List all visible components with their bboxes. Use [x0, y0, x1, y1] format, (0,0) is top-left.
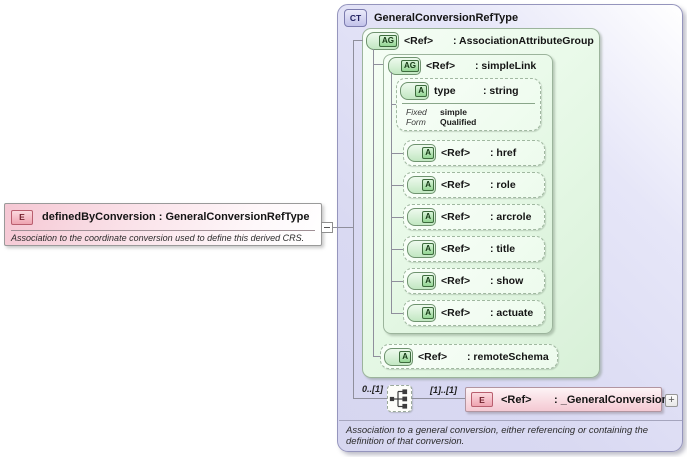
- element-title: definedByConversion : GeneralConversionR…: [42, 211, 310, 223]
- complex-type-title: GeneralConversionRefType: [374, 12, 519, 24]
- type-attribute-type: : string: [483, 84, 519, 97]
- simplelink-badge-icon: AG: [388, 57, 421, 75]
- element-annotation: Association to the coordinate conversion…: [11, 233, 305, 243]
- connector-line: [333, 227, 353, 228]
- annotation-divider: [339, 420, 682, 421]
- connector-line: [391, 185, 403, 186]
- attribute-ref: <Ref>: [441, 275, 471, 287]
- facet-key: Fixed: [406, 107, 427, 117]
- attribute-name: : href: [490, 147, 517, 159]
- connector-line: [391, 249, 403, 250]
- expand-icon[interactable]: +: [665, 394, 678, 407]
- attribute-name: : remoteSchema: [467, 350, 549, 363]
- attribute-name: : role: [490, 179, 516, 191]
- element-ref: <Ref>: [501, 393, 532, 406]
- attribute-badge-icon: A: [400, 81, 429, 100]
- attribute-name: : title: [490, 243, 516, 255]
- element-ref-name: : _GeneralConversion: [554, 393, 669, 406]
- attribute-ref: <Ref>: [441, 147, 471, 159]
- attribute-ref: <Ref>: [441, 179, 471, 191]
- connector-line: [353, 40, 354, 398]
- element-divider: [11, 230, 315, 231]
- connector-line: [391, 104, 396, 105]
- attribute-row-title[interactable]: A <Ref> : title: [403, 236, 545, 262]
- attribute-row-role[interactable]: A <Ref> : role: [403, 172, 545, 198]
- connector-line: [391, 217, 403, 218]
- element-badge-icon: E: [471, 392, 493, 407]
- complex-type-badge-icon: CT: [344, 9, 367, 27]
- attribute-row-actuate[interactable]: A <Ref> : actuate: [403, 300, 545, 326]
- attribute-row-show[interactable]: A <Ref> : show: [403, 268, 545, 294]
- attribute-ref: <Ref>: [441, 307, 471, 319]
- connector-line: [412, 398, 465, 399]
- complex-type-annotation: Association to a general conversion, eit…: [346, 425, 649, 447]
- simplelink-name: : simpleLink: [475, 60, 537, 72]
- attribute-badge-icon: A: [407, 208, 436, 226]
- simplelink-header[interactable]: AG <Ref> : simpleLink: [388, 57, 536, 75]
- connector-line: [391, 313, 403, 314]
- cardinality-before: 0..[1]: [361, 384, 383, 394]
- attribute-group-name: : AssociationAttributeGroup: [453, 35, 594, 47]
- sequence-glyph-icon: [389, 388, 408, 409]
- attribute-badge-icon: A: [407, 304, 436, 322]
- facet-value: Qualified: [440, 117, 477, 127]
- attribute-ref: <Ref>: [441, 243, 471, 255]
- type-attribute-box[interactable]: A type : string Fixed simple Form Qualif…: [396, 78, 541, 131]
- connector-line: [373, 356, 380, 357]
- attribute-badge-icon: A: [384, 347, 413, 366]
- type-attribute-label: type: [434, 84, 456, 97]
- facet-key: Form: [406, 117, 426, 127]
- cardinality-after: [1]..[1]: [430, 385, 457, 395]
- element-node[interactable]: E definedByConversion : GeneralConversio…: [4, 203, 322, 246]
- attribute-badge-icon: A: [407, 240, 436, 258]
- connector-line: [353, 40, 363, 41]
- attribute-row-href[interactable]: A <Ref> : href: [403, 140, 545, 166]
- sequence-icon[interactable]: [387, 385, 412, 412]
- facet-divider: [402, 103, 535, 104]
- facet-row-form: Form Qualified: [397, 117, 540, 127]
- simplelink-ref: <Ref>: [426, 60, 456, 72]
- connector-line: [373, 64, 383, 65]
- attribute-group-badge-icon: AG: [366, 32, 399, 50]
- attribute-row-arcrole[interactable]: A <Ref> : arcrole: [403, 204, 545, 230]
- minus-icon: [324, 227, 330, 228]
- attribute-badge-icon: A: [407, 176, 436, 194]
- attribute-name: : actuate: [490, 307, 534, 319]
- general-conversion-element-box[interactable]: E <Ref> : _GeneralConversion: [465, 387, 668, 412]
- element-badge-icon: E: [11, 209, 33, 225]
- attribute-group-header[interactable]: AG <Ref> : AssociationAttributeGroup: [366, 32, 594, 50]
- attribute-group-ref: <Ref>: [404, 35, 434, 47]
- connector-line: [391, 72, 392, 314]
- collapse-toggle[interactable]: [321, 222, 333, 233]
- attribute-name: : arcrole: [490, 211, 532, 223]
- attribute-ref: <Ref>: [418, 350, 448, 363]
- facet-row-fixed: Fixed simple: [397, 107, 540, 117]
- attribute-badge-icon: A: [407, 272, 436, 290]
- attribute-row-remoteschema[interactable]: A <Ref> : remoteSchema: [380, 344, 558, 369]
- connector-line: [391, 281, 403, 282]
- complex-type-header[interactable]: CT GeneralConversionRefType: [344, 9, 518, 27]
- facet-value: simple: [440, 107, 467, 117]
- attribute-badge-icon: A: [407, 144, 436, 162]
- connector-line: [373, 49, 374, 357]
- connector-line: [391, 153, 403, 154]
- attribute-ref: <Ref>: [441, 211, 471, 223]
- attribute-name: : show: [490, 275, 524, 287]
- connector-line: [353, 398, 387, 399]
